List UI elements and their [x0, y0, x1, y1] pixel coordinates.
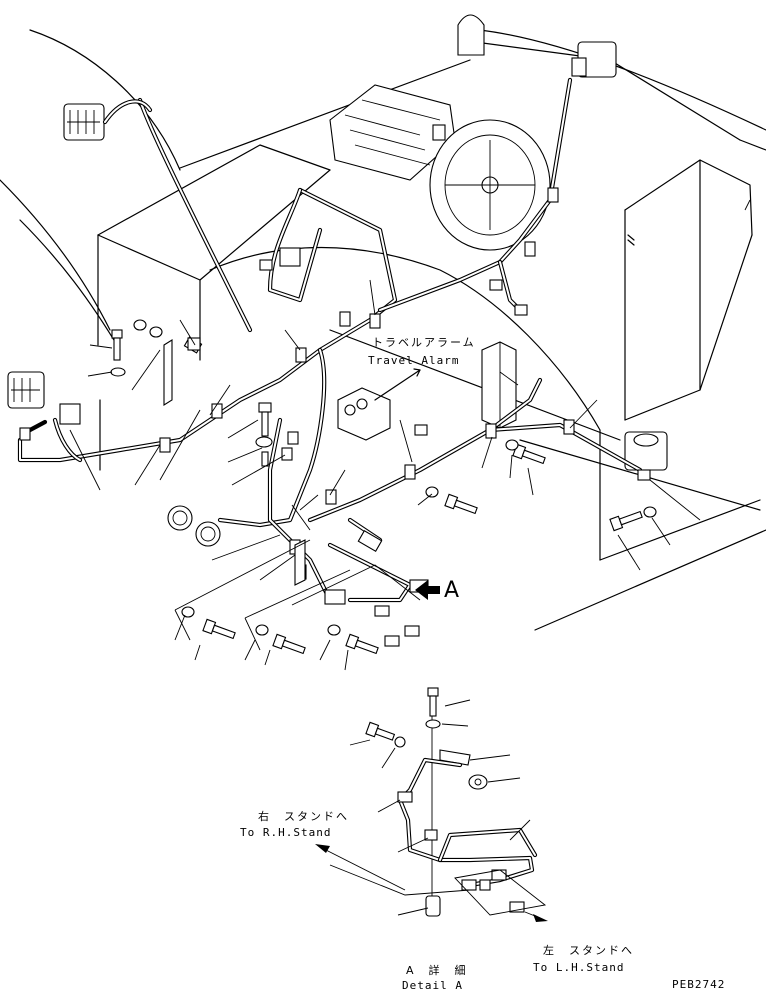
- work-lamp-left-upper: [63, 103, 105, 141]
- work-lamp-left-lower: [7, 371, 45, 409]
- beacon-lamp: [457, 14, 617, 78]
- leader-lines: [69, 199, 751, 671]
- travel-alarm-label-en: Travel Alarm: [368, 354, 460, 367]
- lh-stand-label-en: To L.H.Stand: [533, 961, 625, 974]
- engine-unit: [329, 84, 551, 251]
- travel-alarm-label-jp: トラベルアラーム: [372, 336, 476, 349]
- detail-a-drawing: [315, 687, 548, 922]
- main-harness: [17, 77, 643, 603]
- view-arrow-a: [415, 580, 440, 600]
- harness-connectors: [19, 247, 651, 647]
- detail-a-label-jp: A 詳 細: [406, 964, 468, 977]
- view-marker-a: A: [444, 578, 460, 603]
- detail-a-label-en: Detail A: [402, 979, 463, 992]
- drawing-code: PEB2742: [672, 978, 726, 991]
- lh-stand-label-jp: 左 スタンドへ: [543, 944, 634, 957]
- guard-post: [481, 341, 517, 429]
- rh-stand-label-jp: 右 スタンドへ: [258, 810, 349, 823]
- horn-lamps: [167, 505, 221, 547]
- mounting-brackets: [163, 339, 306, 586]
- rh-stand-label-en: To R.H.Stand: [240, 826, 332, 839]
- bolts-and-washers: [110, 319, 657, 655]
- travel-alarm: [337, 368, 421, 441]
